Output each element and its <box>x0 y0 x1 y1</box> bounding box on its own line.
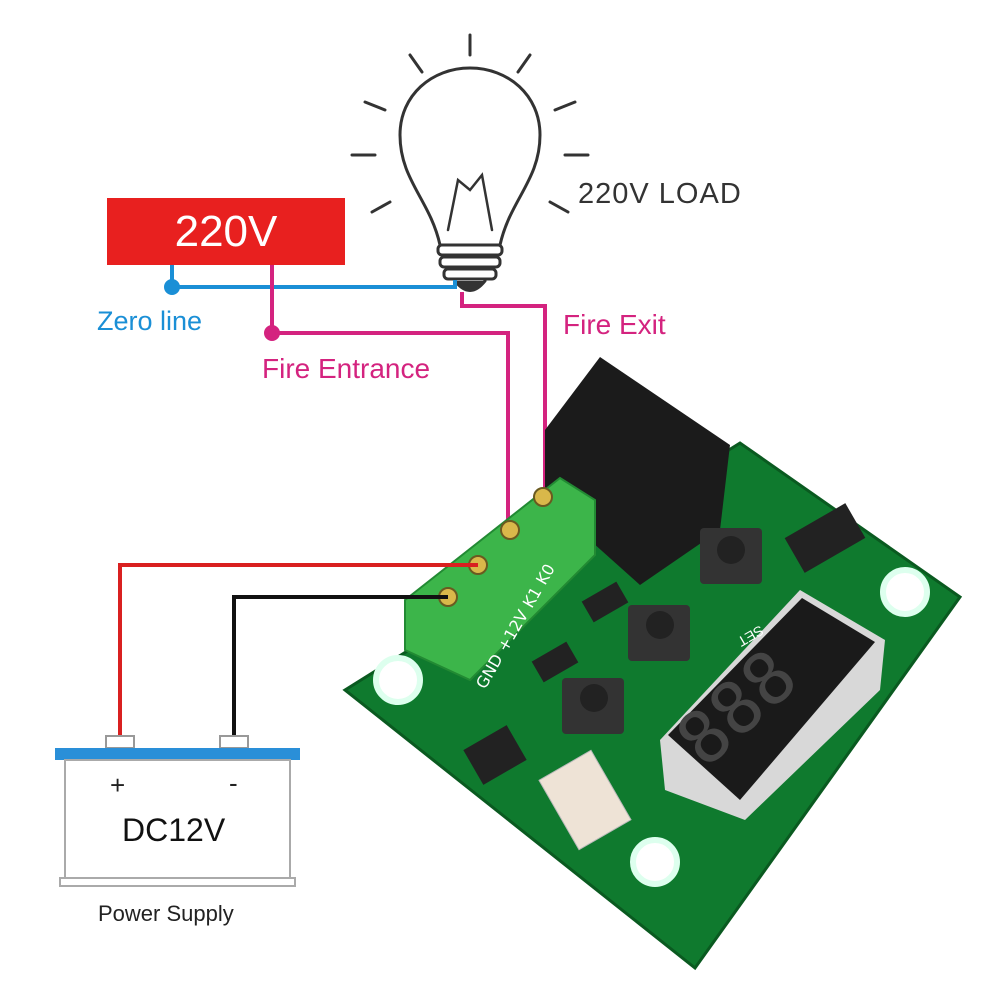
fire-exit-label: Fire Exit <box>563 309 666 340</box>
battery-icon <box>55 735 300 887</box>
zero-line-label: Zero line <box>97 306 203 336</box>
light-bulb-icon <box>350 33 590 292</box>
load-label: 220V LOAD <box>578 178 742 210</box>
terminal-block <box>404 476 596 682</box>
fire-entrance-wire <box>264 265 510 525</box>
sensor-connector <box>538 749 632 851</box>
supply-220v-box: 220V <box>107 198 345 265</box>
power-supply-caption: Power Supply <box>98 901 234 926</box>
thermostat-board: 888 GND+12VK1K0 SET <box>342 357 963 971</box>
battery-voltage-label: DC12V <box>122 812 226 848</box>
negative-wire <box>232 595 448 740</box>
zero-line-wire <box>164 265 457 295</box>
fire-entrance-label: Fire Entrance <box>262 353 431 384</box>
battery-plus-label: + <box>110 770 126 800</box>
push-buttons <box>562 528 762 734</box>
positive-wire <box>118 563 478 740</box>
fire-exit-wire <box>460 292 547 495</box>
battery-minus-label: - <box>229 768 238 798</box>
